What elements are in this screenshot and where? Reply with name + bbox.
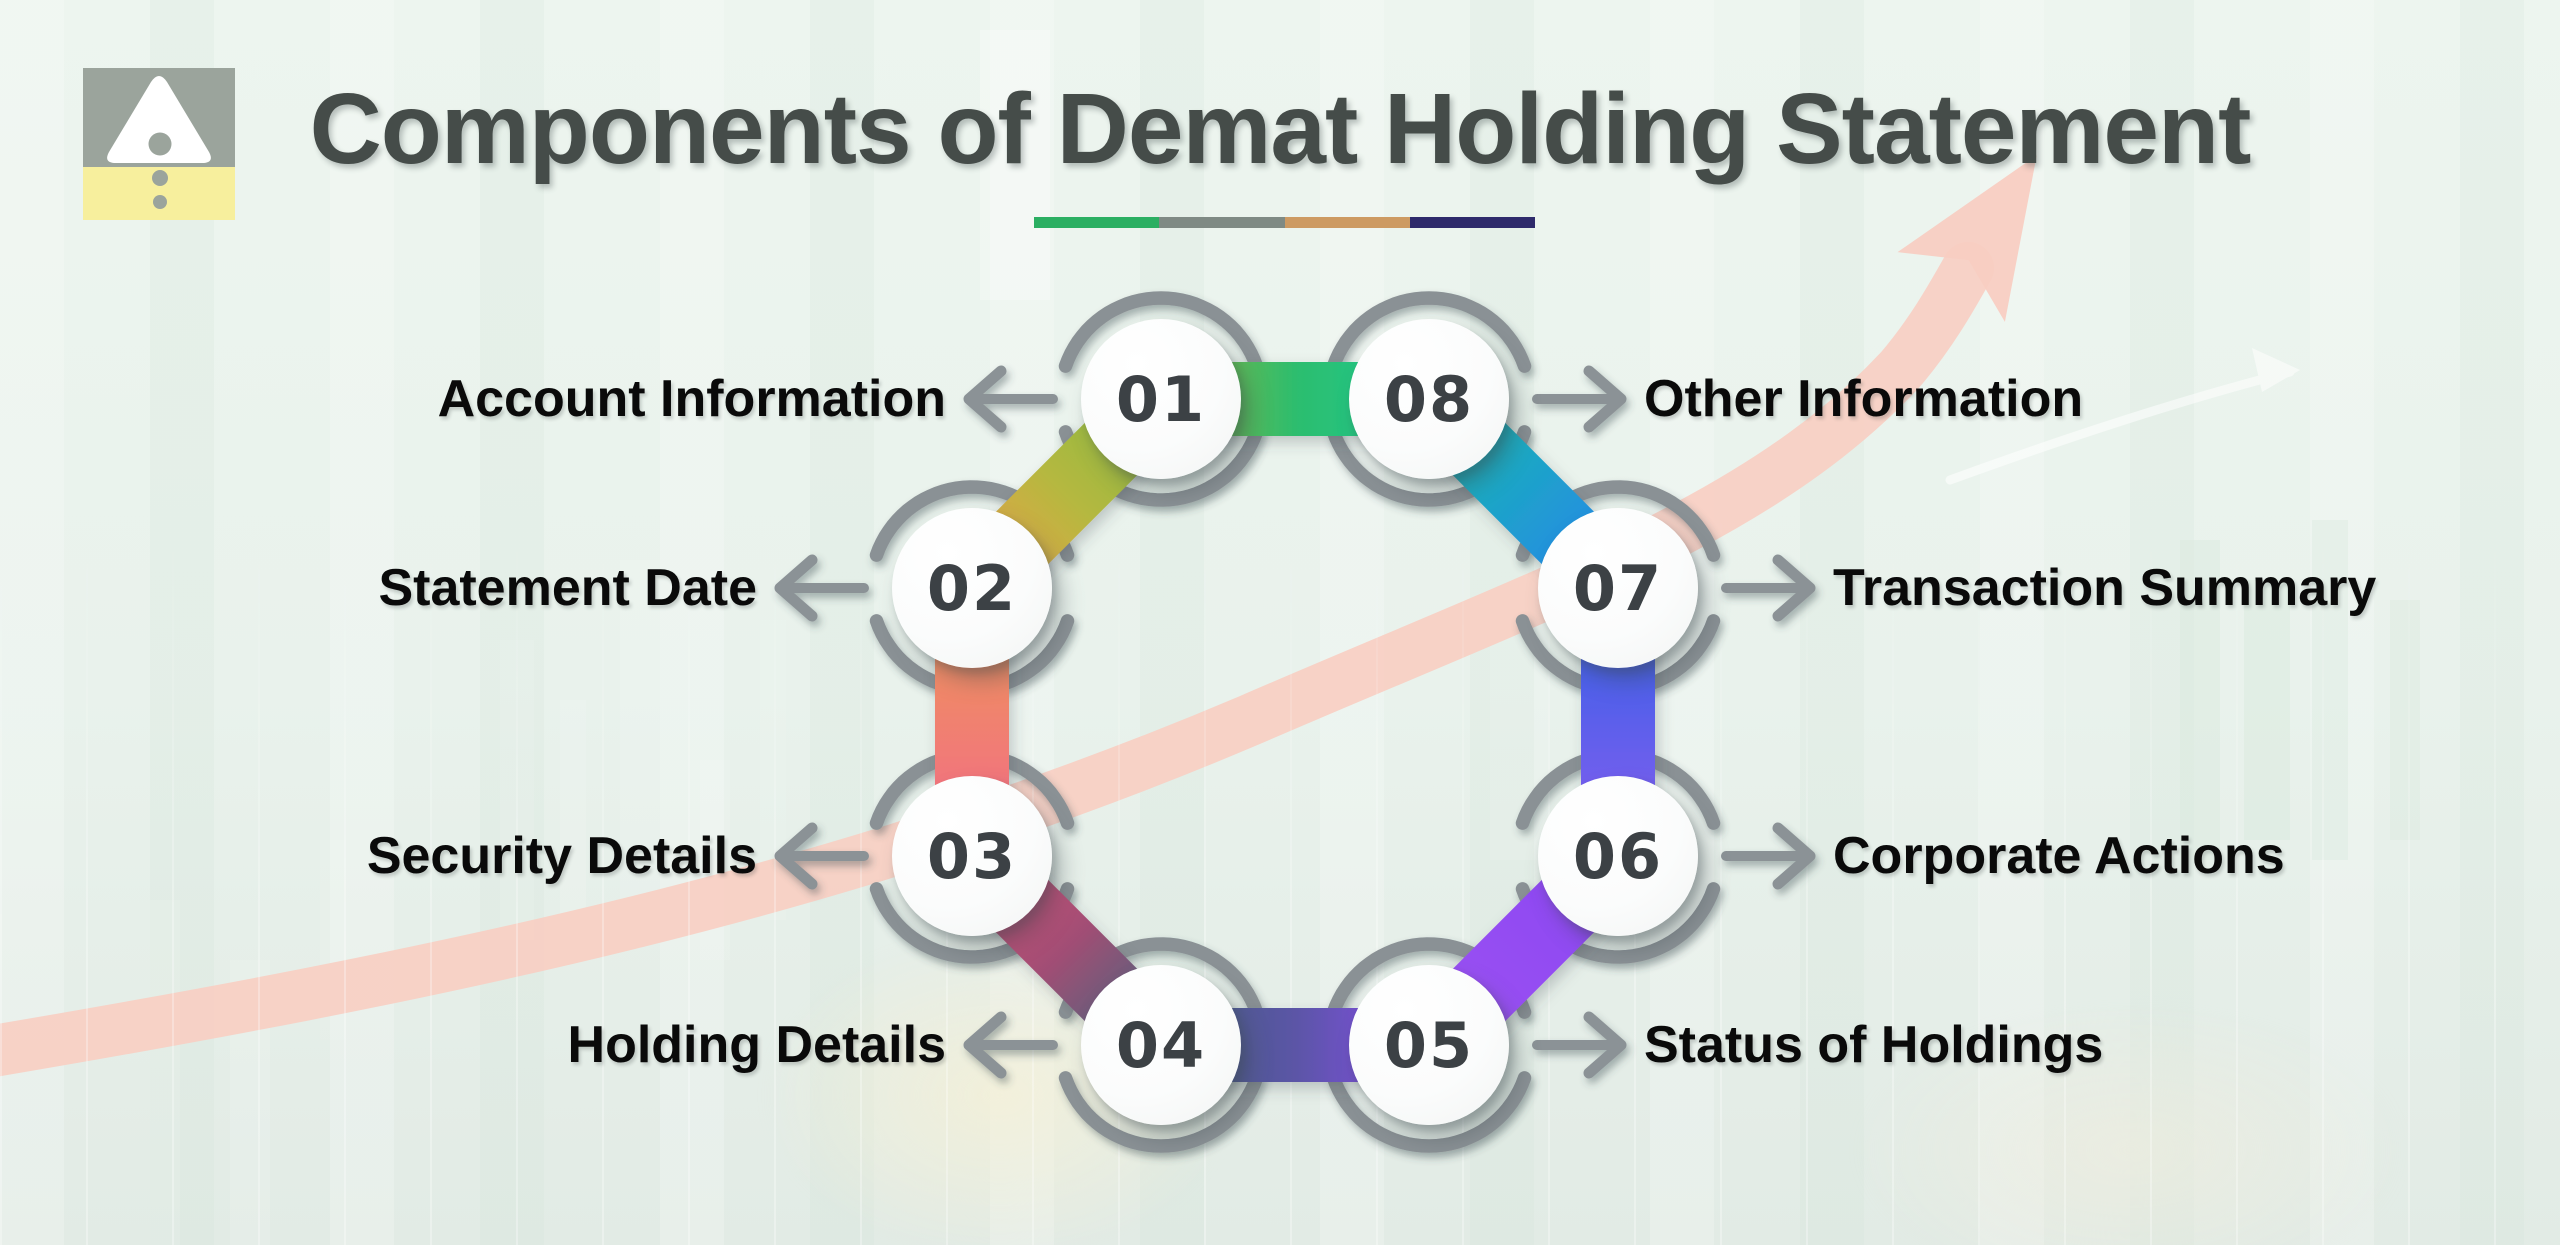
arrow-left-02 [774,554,869,622]
node-ring-07 [1515,480,1721,691]
brand-logo [83,68,235,220]
rising-arrow-watermark [0,155,2037,1077]
node-number-01: 01 [1115,362,1207,436]
label-transaction-summary: Transaction Summary [1833,559,2377,617]
node-circle-04: 04 [1081,965,1241,1125]
node-circle-08: 08 [1349,319,1509,479]
label-security-details: Security Details [366,827,757,885]
underline-segment-4 [1409,217,1535,228]
background-blob [1850,1000,2410,1245]
underline-segment-3 [1284,217,1410,228]
logo-triangle-icon [107,76,211,163]
node-number-06: 06 [1572,819,1664,893]
underline-segment-1 [1034,217,1160,228]
label-account-information: Account Information [437,370,946,428]
arrow-left-01 [963,365,1058,433]
label-corporate-actions: Corporate Actions [1833,827,2285,885]
node-ring-02 [869,480,1075,691]
node-circle-07: 07 [1538,508,1698,668]
node-number-02: 02 [926,551,1018,625]
arrow-right-07 [1721,554,1816,622]
label-statement-date: Statement Date [378,559,757,617]
page-title: Components of Demat Holding Statement [309,73,2252,185]
node-circle-05: 05 [1349,965,1509,1125]
node-number-07: 07 [1572,551,1664,625]
node-circle-06: 06 [1538,776,1698,936]
label-holding-details: Holding Details [567,1016,946,1074]
node-circle-03: 03 [892,776,1052,936]
node-circle-01: 01 [1081,319,1241,479]
white-arrow-watermark [1945,348,2300,485]
arrow-right-08 [1532,365,1627,433]
title-underline [1034,217,1535,228]
arrow-left-03 [774,822,869,890]
label-status-of-holdings: Status of Holdings [1644,1016,2104,1074]
arrow-right-05 [1532,1011,1627,1079]
node-number-03: 03 [926,819,1018,893]
node-circle-02: 02 [892,508,1052,668]
label-other-information: Other Information [1644,370,2084,428]
node-number-05: 05 [1383,1008,1475,1082]
node-number-08: 08 [1383,362,1475,436]
node-number-04: 04 [1115,1008,1207,1082]
node-ring-06 [1515,753,1721,964]
underline-segment-2 [1159,217,1285,228]
arrow-right-06 [1721,822,1816,890]
arrow-left-04 [963,1011,1058,1079]
node-ring-03 [869,753,1075,964]
